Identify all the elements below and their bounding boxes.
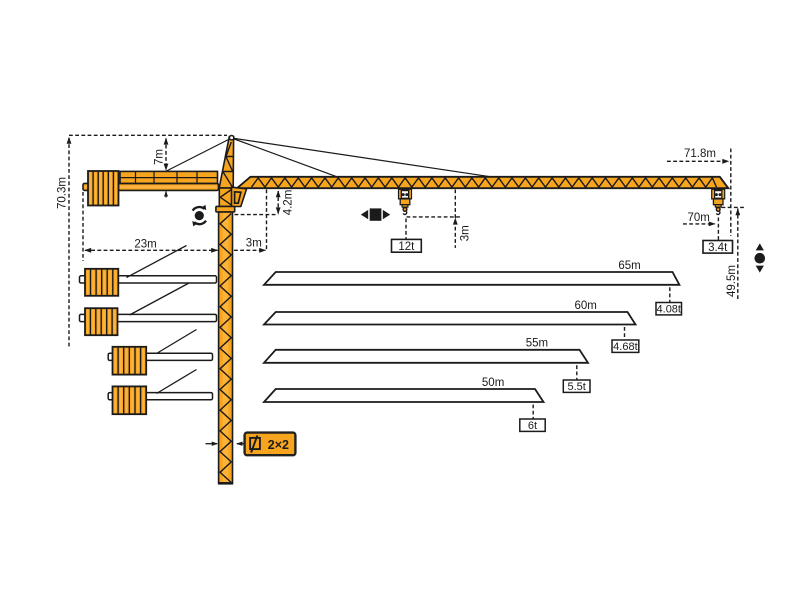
svg-text:65m: 65m — [618, 260, 640, 272]
svg-text:7m: 7m — [154, 149, 166, 165]
svg-text:2×2: 2×2 — [268, 438, 289, 452]
svg-text:71.8m: 71.8m — [684, 148, 716, 160]
svg-text:55m: 55m — [526, 338, 548, 350]
svg-text:4.2m: 4.2m — [283, 190, 295, 216]
svg-text:4.08t: 4.08t — [657, 304, 681, 316]
svg-text:70.3m: 70.3m — [57, 177, 69, 209]
svg-text:70m: 70m — [688, 212, 710, 224]
svg-text:3m: 3m — [460, 225, 472, 241]
svg-text:5.5t: 5.5t — [567, 381, 585, 393]
svg-text:6t: 6t — [528, 420, 537, 432]
svg-text:12t: 12t — [398, 241, 415, 253]
svg-text:3.4t: 3.4t — [708, 242, 728, 254]
svg-text:50m: 50m — [482, 377, 504, 389]
svg-text:49.5m: 49.5m — [726, 265, 738, 297]
svg-text:4.68t: 4.68t — [613, 341, 637, 353]
svg-text:60m: 60m — [575, 300, 597, 312]
svg-text:3m: 3m — [246, 237, 262, 249]
svg-text:23m: 23m — [134, 238, 156, 250]
